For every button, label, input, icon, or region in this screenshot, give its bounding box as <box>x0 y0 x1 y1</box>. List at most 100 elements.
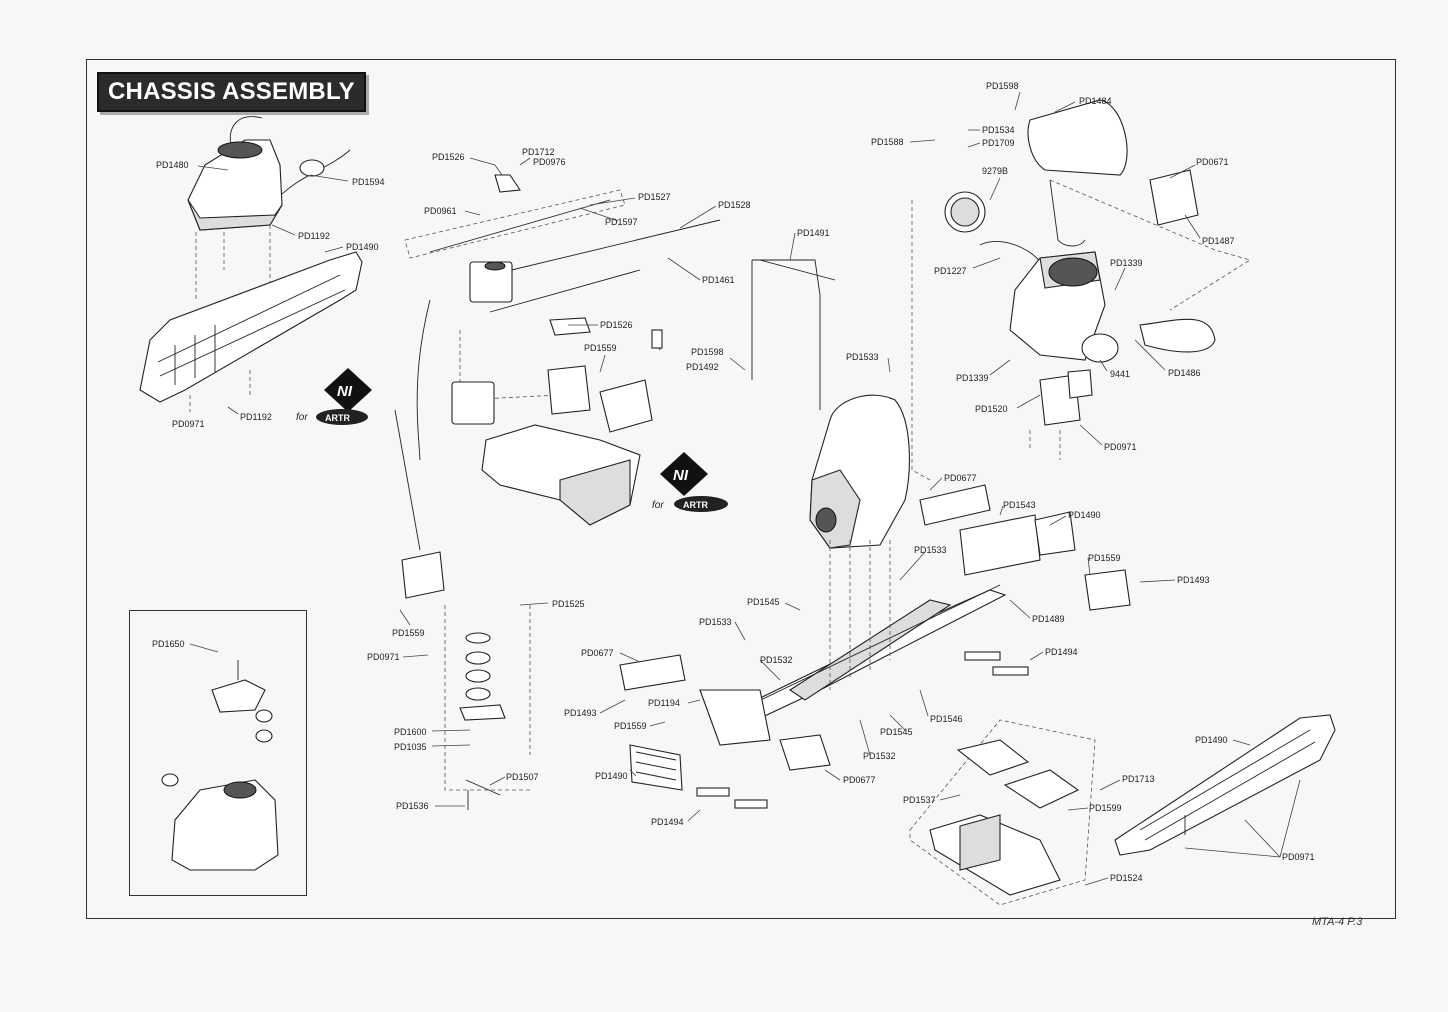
fuel-line <box>416 299 431 461</box>
part-label: PD1192 <box>240 412 272 422</box>
inset-fuel-tank <box>161 660 279 871</box>
engine-block-center <box>809 394 910 549</box>
part-label: PD0671 <box>1196 157 1229 167</box>
part-label: PD1534 <box>982 125 1015 135</box>
part-label: PD1227 <box>934 266 967 276</box>
part-label: PD1493 <box>1177 575 1210 585</box>
inset-box-fuel-tank <box>129 610 307 896</box>
engine-group-right <box>911 191 1119 481</box>
servo-linkage-group <box>404 174 721 401</box>
part-label: PD1192 <box>298 231 330 241</box>
part-label: PD1524 <box>1110 873 1143 883</box>
part-label: PD1520 <box>975 404 1008 414</box>
part-label: PD1486 <box>1168 368 1201 378</box>
part-label: PD1598 <box>691 347 724 357</box>
part-label: PD1035 <box>394 742 427 752</box>
part-label: PD0971 <box>1104 442 1137 452</box>
part-label: PD1492 <box>686 362 719 372</box>
part-label: 9279B <box>982 166 1008 176</box>
page-title: CHASSIS ASSEMBLY <box>97 72 366 112</box>
part-label: PD1194 <box>648 698 680 708</box>
part-label: PD1559 <box>1088 553 1121 563</box>
part-label: PD1598 <box>986 81 1019 91</box>
part-label: PD1528 <box>718 200 751 210</box>
part-label: PD1600 <box>394 727 427 737</box>
part-label: PD1490 <box>1068 510 1101 520</box>
part-label: PD1507 <box>506 772 539 782</box>
side-pod-left <box>139 251 363 412</box>
chassis-right-parts <box>919 484 1131 676</box>
part-label: PD1480 <box>156 160 189 170</box>
part-label: PD1533 <box>699 617 732 627</box>
part-label: PD1559 <box>392 628 425 638</box>
part-label: PD1526 <box>432 152 465 162</box>
artr-logo-text: ARTR <box>683 500 708 510</box>
fuel-tank-group <box>187 116 351 300</box>
part-label: PD1559 <box>584 343 617 353</box>
part-label: PD1527 <box>638 192 671 202</box>
radio-box-right <box>909 719 1096 906</box>
radio-box-group <box>451 329 663 526</box>
main-chassis-plate <box>619 540 1007 771</box>
part-label: PD1339 <box>1110 258 1143 268</box>
part-label: PD0677 <box>581 648 614 658</box>
part-label: PD1490 <box>1195 735 1228 745</box>
part-label: PD1559 <box>614 721 647 731</box>
part-label: PD1709 <box>982 138 1015 148</box>
part-label: PD1526 <box>600 320 633 330</box>
part-label: 9441 <box>1110 369 1130 379</box>
part-label: PD1532 <box>760 655 793 665</box>
part-label: PD1489 <box>1032 614 1065 624</box>
battery-mount-group <box>394 409 531 810</box>
part-label: PD1594 <box>352 177 385 187</box>
ni-badge-text: NI <box>337 383 353 400</box>
part-label: PD0976 <box>533 157 566 167</box>
ni-badge-left: NI for ARTR <box>296 368 372 425</box>
part-label: PD1490 <box>595 771 628 781</box>
part-label: PD1588 <box>871 137 904 147</box>
antenna-group <box>751 259 836 410</box>
part-label: PD1712 <box>522 147 555 157</box>
part-label: PD0677 <box>944 473 977 483</box>
part-label: PD1494 <box>651 817 684 827</box>
part-label: PD1599 <box>1089 803 1122 813</box>
part-label: PD0971 <box>1282 852 1315 862</box>
part-label: PD1532 <box>863 751 896 761</box>
part-label: PD1545 <box>747 597 780 607</box>
part-label: PD1536 <box>396 801 429 811</box>
part-label: PD1713 <box>1122 774 1155 784</box>
ni-badge-text: NI <box>673 467 689 484</box>
artr-logo-text: ARTR <box>325 413 350 423</box>
part-label: PD1543 <box>1003 500 1036 510</box>
part-label: PD1491 <box>797 228 830 238</box>
part-label: PD1461 <box>702 275 735 285</box>
part-label: PD1533 <box>914 545 947 555</box>
part-label: PD1494 <box>1045 647 1078 657</box>
part-label: PD0961 <box>424 206 457 216</box>
page-footer: MTA-4 P.3 <box>1312 916 1363 928</box>
part-label: PD0971 <box>367 652 400 662</box>
page-frame <box>86 59 1396 919</box>
part-label: PD1493 <box>564 708 597 718</box>
part-label: PD1487 <box>1202 236 1235 246</box>
part-label: PD1490 <box>346 242 379 252</box>
part-label: PD1546 <box>930 714 963 724</box>
part-label: PD1545 <box>880 727 913 737</box>
part-label: PD1597 <box>605 217 638 227</box>
ni-badge-right: NI for ARTR <box>652 452 728 512</box>
part-label: PD1525 <box>552 599 585 609</box>
part-label: PD1537 <box>903 795 936 805</box>
for-text: for <box>296 412 308 423</box>
front-bumper <box>629 744 768 809</box>
side-pod-right <box>1114 714 1336 856</box>
part-labels: PD1480 PD1594 PD1192 PD1490 PD0971 PD119… <box>152 81 1315 883</box>
part-label: PD0971 <box>172 419 205 429</box>
part-label: PD1339 <box>956 373 989 383</box>
part-label: PD1533 <box>846 352 879 362</box>
part-label: PD1650 <box>152 639 185 649</box>
part-label: PD1484 <box>1079 96 1112 106</box>
exhaust-group <box>1027 99 1251 353</box>
for-text: for <box>652 500 664 511</box>
leader-lines <box>189 91 1301 886</box>
